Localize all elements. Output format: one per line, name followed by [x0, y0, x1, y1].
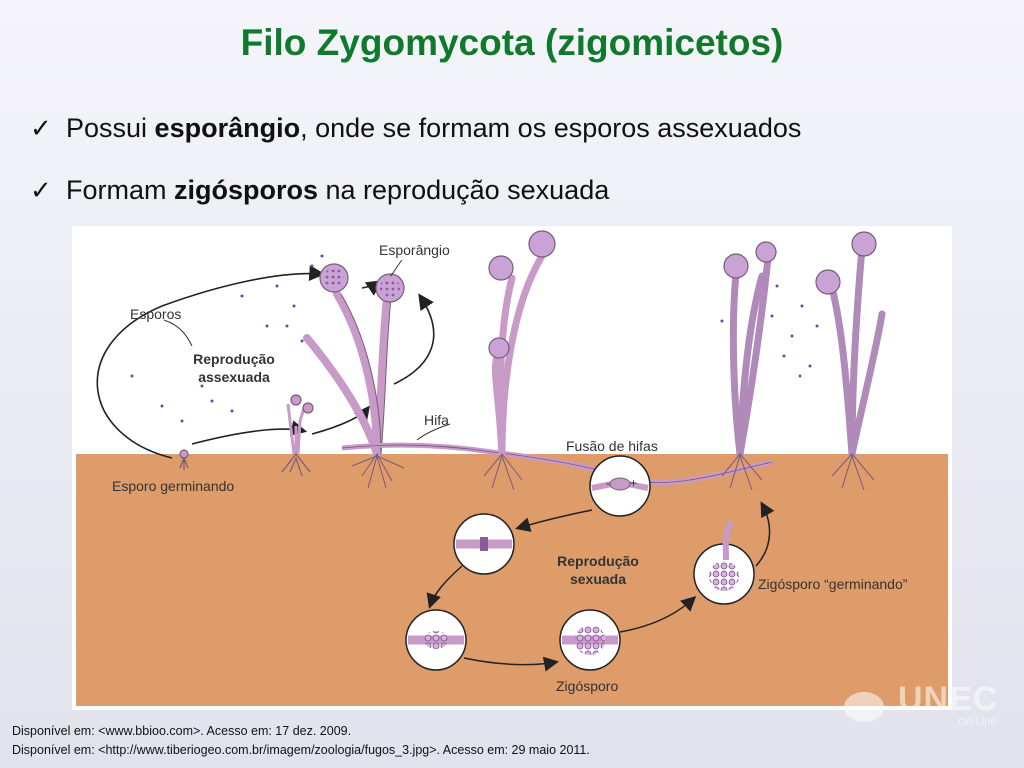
checkmark-icon: ✓ — [30, 175, 52, 205]
label-minus: - — [606, 476, 610, 490]
logo-mark — [844, 692, 884, 722]
bullet-text: Formam zigósporos na reprodução sexuada — [66, 175, 610, 205]
label-esporangio: Esporângio — [379, 242, 450, 258]
label-esporo-germinando: Esporo germinando — [112, 478, 235, 494]
sporangium — [723, 253, 749, 279]
germinating-spore — [179, 449, 189, 470]
logo-text: UNEC — [898, 680, 999, 718]
rhizoids — [721, 453, 763, 491]
spore-dots — [130, 254, 819, 423]
bullet-item: ✓ Formam zigósporos na reprodução sexuad… — [30, 170, 1010, 210]
asexual-cycle-arrow — [96, 265, 326, 459]
diagram-drawing — [76, 230, 948, 706]
label-zigosporo-germinando: Zigósporo “germinando” — [758, 576, 908, 592]
rhizoids — [351, 453, 405, 489]
sexual-cycle-arrow — [426, 565, 463, 609]
label-fusao-de-hifas: Fusão de hifas — [566, 438, 658, 454]
sporangiophore-cluster — [729, 254, 772, 458]
logo-subtext: On Line — [958, 716, 997, 728]
asexual-cycle-arrow — [311, 405, 370, 435]
sporangium — [815, 269, 841, 295]
sexual-cycle-arrow — [619, 595, 697, 633]
mature-sporangiophore-outline — [340, 293, 392, 455]
sporangium — [488, 337, 510, 359]
bullet-text: Possui esporângio, onde se formam os esp… — [66, 113, 802, 143]
sexual-cycle-arrow — [755, 501, 775, 567]
rhizoids — [483, 453, 523, 491]
zygomycota-life-cycle-diagram: Esporângio Esporos Reprodução assexuada … — [72, 226, 952, 710]
young-sporangiophore — [281, 394, 314, 477]
rhizoids — [831, 453, 875, 491]
label-plus: + — [630, 476, 638, 490]
label-esporos: Esporos — [130, 306, 182, 322]
asexual-cycle-arrow — [393, 293, 435, 385]
sporangium — [851, 231, 877, 257]
reference-line: Disponível em: <www.bbioo.com>. Acesso e… — [12, 724, 352, 738]
sporangium — [528, 230, 556, 258]
unec-logo: UNEC On Line — [840, 680, 1020, 730]
sexual-cycle-arrow — [515, 509, 593, 532]
sporangium — [755, 241, 777, 263]
sexual-cycle-arrow — [463, 656, 559, 672]
label-reproducao-sexuada: Reprodução sexuada — [557, 553, 639, 587]
slide-title: Filo Zygomycota (zigomicetos) — [240, 22, 784, 63]
bullet-list: ✓ Possui esporângio, onde se formam os e… — [30, 108, 1010, 232]
references: Disponível em: <www.bbioo.com>. Acesso e… — [12, 722, 590, 760]
reference-line: Disponível em: <http://www.tiberiogeo.co… — [12, 743, 590, 757]
mature-sporangiophore — [303, 290, 391, 458]
label-hifa: Hifa — [424, 412, 449, 428]
bullet-item: ✓ Possui esporângio, onde se formam os e… — [30, 108, 1010, 148]
label-reproducao-assexuada: Reprodução assexuada — [193, 351, 275, 385]
sporangium — [488, 255, 514, 281]
label-zigosporo: Zigósporo — [556, 678, 619, 694]
asexual-cycle-arrow — [191, 420, 308, 445]
sporangiophore-cluster — [828, 244, 886, 458]
checkmark-icon: ✓ — [30, 113, 52, 143]
